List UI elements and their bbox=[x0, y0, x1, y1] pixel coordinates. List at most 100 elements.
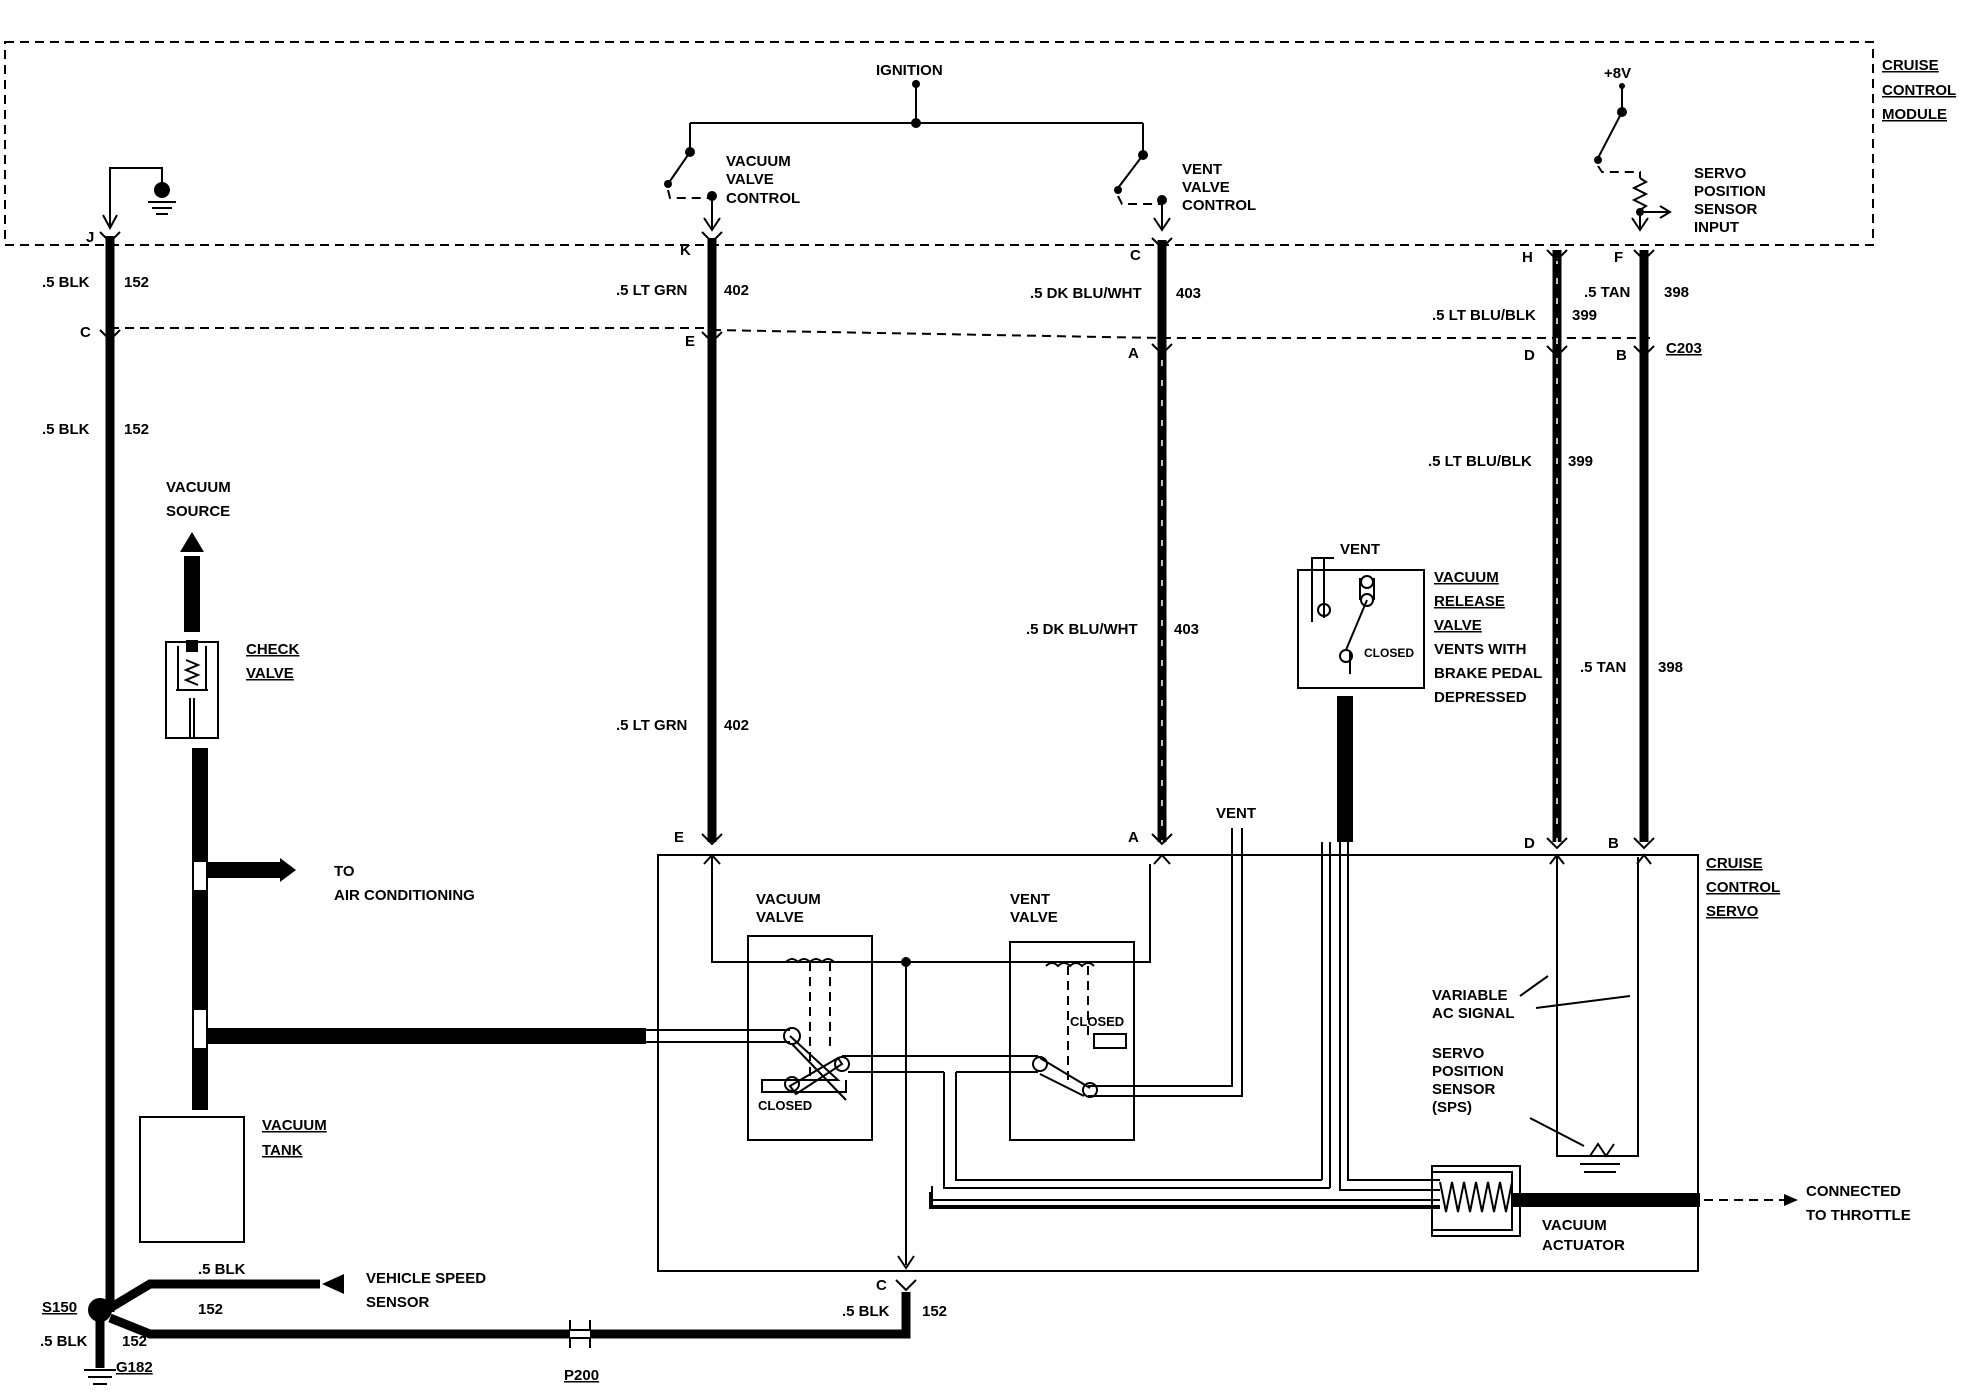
check-valve-label-1: CHECK bbox=[246, 641, 300, 658]
vent-valve-switch bbox=[1117, 140, 1144, 189]
release-valve-title-1: VACUUM bbox=[1434, 569, 1499, 586]
ground-wire-color: .5 BLK bbox=[842, 1303, 890, 1320]
wire-152-num-1: 152 bbox=[124, 274, 149, 291]
sps-coil-icon bbox=[1580, 1142, 1620, 1173]
vacuum-valve-control-label-1: VACUUM bbox=[726, 153, 791, 170]
ground-circuit: .5 BLK 152 VEHICLE SPEED SENSOR P200 C .… bbox=[40, 1261, 947, 1385]
resistor-icon bbox=[1631, 177, 1649, 228]
wire-152-color-2: .5 BLK bbox=[42, 421, 90, 438]
wire-399-color-1: .5 LT BLU/BLK bbox=[1432, 307, 1536, 324]
vacuum-valve-switch bbox=[667, 140, 691, 185]
splice-s150 bbox=[88, 1298, 112, 1322]
variable-ac-label-1: VARIABLE bbox=[1432, 987, 1508, 1004]
vss-connector-icon bbox=[322, 1274, 344, 1294]
vacuum-valve-label-2: VALVE bbox=[756, 909, 804, 926]
module-title-2: CONTROL bbox=[1882, 82, 1956, 99]
servo-internal-wiring bbox=[703, 853, 1171, 963]
c203-label: C203 bbox=[1666, 340, 1702, 357]
wire-403-color-2: .5 DK BLU/WHT bbox=[1026, 621, 1138, 638]
pin-arrow-icon bbox=[102, 214, 118, 231]
ground-lead-num: 152 bbox=[122, 1333, 147, 1350]
vent-valve-coil-icon bbox=[1045, 962, 1095, 968]
vent-valve-label-2: VALVE bbox=[1010, 909, 1058, 926]
c203-pin-e: E bbox=[685, 333, 695, 350]
sps-input-label-4: INPUT bbox=[1694, 219, 1739, 236]
release-valve-title-3: VALVE bbox=[1434, 617, 1482, 634]
wire-399-num-1: 399 bbox=[1572, 307, 1597, 324]
release-valve-vent-label: VENT bbox=[1340, 541, 1380, 558]
throttle-label-1: CONNECTED bbox=[1806, 1183, 1901, 1200]
check-valve-spring-icon bbox=[176, 646, 208, 738]
sps-label-2: POSITION bbox=[1432, 1063, 1504, 1080]
servo-title-1: CRUISE bbox=[1706, 855, 1763, 872]
sps-input-label-3: SENSOR bbox=[1694, 201, 1758, 218]
module-ground-line bbox=[109, 167, 163, 228]
wire-402-color-2: .5 LT GRN bbox=[616, 717, 687, 734]
vent-valve-control-label-2: VALVE bbox=[1182, 179, 1230, 196]
to-ac-label-2: AIR CONDITIONING bbox=[334, 887, 475, 904]
vacuum-supply: VACUUM SOURCE CHECK VALVE TO AIR CONDITI… bbox=[139, 479, 801, 1243]
c203-pin-d: D bbox=[1524, 347, 1535, 364]
throttle-arrow-icon bbox=[1784, 1194, 1798, 1206]
g182-label: G182 bbox=[116, 1359, 153, 1376]
pin-h: H bbox=[1522, 249, 1533, 266]
ground-icon bbox=[148, 201, 176, 215]
sps-label-3: SENSOR bbox=[1432, 1081, 1496, 1098]
servo-pin-d: D bbox=[1524, 835, 1535, 852]
servo-pin-a: A bbox=[1128, 829, 1139, 846]
vacuum-tank-label-1: VACUUM bbox=[262, 1117, 327, 1134]
vss-wire-color: .5 BLK bbox=[198, 1261, 246, 1278]
c203-pin-a: A bbox=[1128, 345, 1139, 362]
ground-pin-c: C bbox=[876, 1277, 887, 1294]
vacuum-valve-control-label-3: CONTROL bbox=[726, 190, 800, 207]
wire-398-num-2: 398 bbox=[1658, 659, 1683, 676]
vacuum-passages bbox=[842, 842, 1440, 1191]
wire-403-num-2: 403 bbox=[1174, 621, 1199, 638]
module-title-1: CRUISE bbox=[1882, 57, 1939, 74]
to-ac-arrow-icon bbox=[280, 858, 296, 882]
throttle-label-2: TO THROTTLE bbox=[1806, 1207, 1911, 1224]
cruise-control-module: CRUISE CONTROL MODULE IGNITION VACUUM VA… bbox=[4, 41, 1956, 246]
sps-label-1: SERVO bbox=[1432, 1045, 1485, 1062]
wires: .5 BLK 152 .5 BLK 152 .5 LT GRN 402 .5 L… bbox=[42, 231, 1689, 1312]
vss-label-1: VEHICLE SPEED bbox=[366, 1270, 486, 1287]
wire-399-num-2: 399 bbox=[1568, 453, 1593, 470]
vent-valve-closed-label: CLOSED bbox=[1070, 1014, 1124, 1029]
release-valve-desc-2: BRAKE PEDAL bbox=[1434, 665, 1542, 682]
vss-wire-num: 152 bbox=[198, 1301, 223, 1318]
connector-c203: C E A D B C203 bbox=[80, 324, 1702, 364]
vacuum-release-valve: VENT CLOSED VACUUM RELEASE VALVE VENTS W… bbox=[1297, 541, 1542, 842]
wire-402-color-1: .5 LT GRN bbox=[616, 282, 687, 299]
vss-label-2: SENSOR bbox=[366, 1294, 430, 1311]
sps-label-4: (SPS) bbox=[1432, 1099, 1472, 1116]
pin-k: K bbox=[680, 242, 691, 259]
vacuum-source-label-2: SOURCE bbox=[166, 503, 230, 520]
wire-402-num-1: 402 bbox=[724, 282, 749, 299]
p200-connector bbox=[569, 1320, 591, 1348]
sps-loop bbox=[1549, 853, 1652, 1157]
wire-152-num-2: 152 bbox=[124, 421, 149, 438]
sps-input-label-1: SERVO bbox=[1694, 165, 1747, 182]
ground-wire-num: 152 bbox=[922, 1303, 947, 1320]
release-valve-title-2: RELEASE bbox=[1434, 593, 1505, 610]
servo-pin-e: E bbox=[674, 829, 684, 846]
vent-valve-control-label-1: VENT bbox=[1182, 161, 1222, 178]
vacuum-valve-closed-label: CLOSED bbox=[758, 1098, 812, 1113]
cruise-control-servo: CRUISE CONTROL SERVO E A D B VENT VACUUM… bbox=[657, 805, 1911, 1272]
sps-input-label-2: POSITION bbox=[1694, 183, 1766, 200]
vacuum-actuator bbox=[1431, 1165, 1521, 1237]
s150-label: S150 bbox=[42, 1299, 77, 1316]
wire-402-num-2: 402 bbox=[724, 717, 749, 734]
release-valve-closed-label: CLOSED bbox=[1364, 646, 1414, 660]
vacuum-source-label-1: VACUUM bbox=[166, 479, 231, 496]
release-valve-desc-1: VENTS WITH bbox=[1434, 641, 1527, 658]
servo-title-3: SERVO bbox=[1706, 903, 1759, 920]
release-valve-desc-3: DEPRESSED bbox=[1434, 689, 1527, 706]
servo-vent-label: VENT bbox=[1216, 805, 1256, 822]
actuator-label-2: ACTUATOR bbox=[1542, 1237, 1625, 1254]
c203-pin-b: B bbox=[1616, 347, 1627, 364]
wire-152-color-1: .5 BLK bbox=[42, 274, 90, 291]
vss-wire bbox=[107, 1279, 320, 1312]
vacuum-tank-label-2: TANK bbox=[262, 1142, 303, 1159]
